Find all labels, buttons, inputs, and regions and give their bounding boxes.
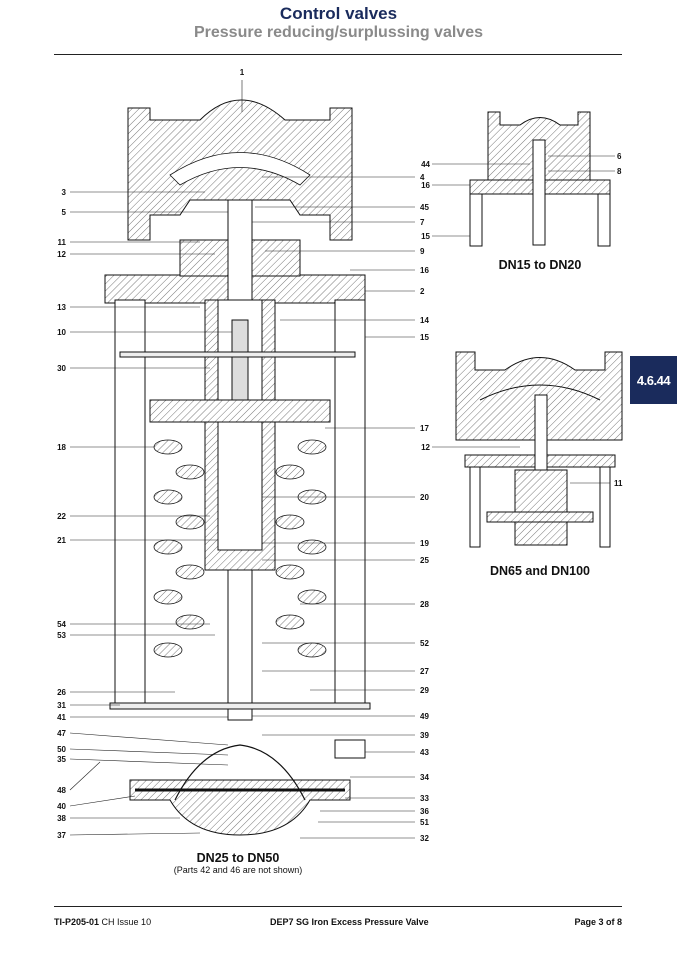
label-15: 15 <box>421 232 430 241</box>
footer-page: Page 3 of 8 <box>574 917 622 927</box>
part-label-right: 25 <box>420 556 429 565</box>
label-top: 1 <box>240 68 245 77</box>
caption-dn25: DN25 to DN50 <box>196 851 280 865</box>
part-label-left: 35 <box>57 755 66 764</box>
label-8: 8 <box>617 167 622 176</box>
main-right-labels: 4 45 7 9 16 2 14 15 17 20 19 25 28 52 27 29 49 39 43 34 33 36… <box>420 173 429 843</box>
part-label-right: 52 <box>420 639 429 648</box>
part-label-left: 40 <box>57 802 66 811</box>
part-label-right: 17 <box>420 424 429 433</box>
header-rule <box>54 54 622 55</box>
part-label-right: 29 <box>420 686 429 695</box>
section-tab: 4.6.44 <box>630 356 677 404</box>
part-label-right: 9 <box>420 247 425 256</box>
part-label-left: 26 <box>57 688 66 697</box>
part-label-right: 43 <box>420 748 429 757</box>
part-label-left: 53 <box>57 631 66 640</box>
part-label-left: 21 <box>57 536 66 545</box>
part-label-right: 39 <box>420 731 429 740</box>
part-label-left: 22 <box>57 512 66 521</box>
small-valve-drawing-dn65: 12 11 <box>421 351 623 548</box>
part-label-left: 38 <box>57 814 66 823</box>
part-label-left: 3 <box>62 188 67 197</box>
part-label-right: 34 <box>420 773 429 782</box>
part-label-right: 15 <box>420 333 429 342</box>
part-label-right: 20 <box>420 493 429 502</box>
label-11-dn65: 11 <box>614 479 623 488</box>
label-12-dn65: 12 <box>421 443 430 452</box>
part-label-right: 49 <box>420 712 429 721</box>
part-label-right: 45 <box>420 203 429 212</box>
part-label-right: 33 <box>420 794 429 803</box>
part-label-right: 28 <box>420 600 429 609</box>
part-label-left: 50 <box>57 745 66 754</box>
part-label-left: 10 <box>57 328 66 337</box>
part-label-right: 27 <box>420 667 429 676</box>
small-valve-drawing-dn15: 44 16 6 8 15 <box>421 111 622 247</box>
doc-code: TI-P205-01 <box>54 917 100 927</box>
caption-note: (Parts 42 and 46 are not shown) <box>173 865 303 875</box>
part-label-right: 2 <box>420 287 425 296</box>
part-label-right: 36 <box>420 807 429 816</box>
part-label-left: 47 <box>57 729 66 738</box>
footer-rule <box>54 906 622 907</box>
part-label-right: 4 <box>420 173 425 182</box>
label-44: 44 <box>421 160 430 169</box>
doc-issue: CH Issue 10 <box>101 917 152 927</box>
part-label-left: 41 <box>57 713 66 722</box>
label-6: 6 <box>617 152 622 161</box>
part-label-right: 16 <box>420 266 429 275</box>
main-left-labels: 3511121310301822215453263141475035484038… <box>57 188 66 840</box>
part-label-right: 19 <box>420 539 429 548</box>
part-label-left: 13 <box>57 303 66 312</box>
part-label-right: 32 <box>420 834 429 843</box>
page-title: Control valves <box>279 4 398 23</box>
footer-doc-code: TI-P205-01 CH Issue 10 <box>54 917 151 927</box>
part-label-left: 48 <box>57 786 66 795</box>
main-valve-drawing: 3511121310301822215453263141475035484038… <box>57 68 429 843</box>
part-label-left: 5 <box>62 208 67 217</box>
part-label-right: 51 <box>420 818 429 827</box>
caption-dn15: DN15 to DN20 <box>498 258 582 272</box>
part-label-left: 18 <box>57 443 66 452</box>
part-label-left: 37 <box>57 831 66 840</box>
label-16: 16 <box>421 181 430 190</box>
part-label-left: 11 <box>58 238 67 247</box>
caption-dn65: DN65 and DN100 <box>489 564 591 578</box>
part-label-left: 54 <box>57 620 66 629</box>
part-label-left: 30 <box>57 364 66 373</box>
footer-product: DEP7 SG Iron Excess Pressure Valve <box>270 917 429 927</box>
part-label-left: 31 <box>57 701 66 710</box>
page-subtitle: Pressure reducing/surplussing valves <box>193 24 483 41</box>
part-label-right: 7 <box>420 218 425 227</box>
part-label-right: 14 <box>420 316 429 325</box>
part-label-left: 12 <box>57 250 66 259</box>
